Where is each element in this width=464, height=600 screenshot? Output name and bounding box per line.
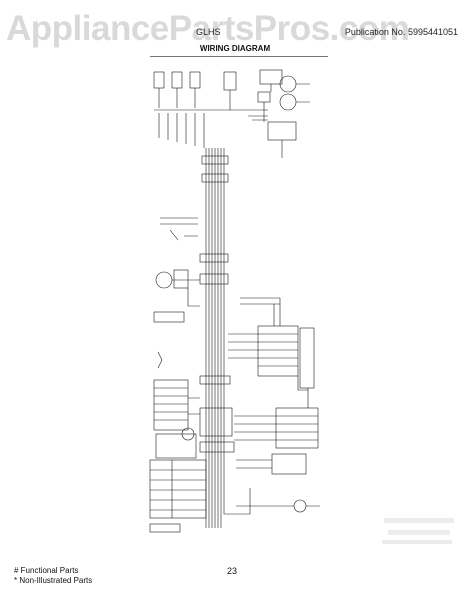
footnote-functional: # Functional Parts <box>14 566 79 575</box>
publication-number: Publication No. 5995441051 <box>344 27 458 37</box>
model-number: GLHS <box>196 27 221 37</box>
left-components <box>149 217 207 533</box>
header-line: GLHS Publication No. 5995441051 <box>196 26 458 38</box>
page-number: 23 <box>226 566 237 576</box>
footnote-non-illustrated: * Non-Illustrated Parts <box>14 576 93 585</box>
diagram-title: WIRING DIAGRAM <box>199 44 271 53</box>
faint-watermark-graphic <box>382 518 454 544</box>
wiring-diagram <box>149 69 320 533</box>
top-right-components <box>240 69 310 158</box>
site-watermark: AppliancePartsPros.com <box>6 9 410 48</box>
top-left-components <box>153 71 240 148</box>
title-rule <box>150 56 328 57</box>
right-components <box>223 297 320 515</box>
main-harness <box>199 148 235 528</box>
